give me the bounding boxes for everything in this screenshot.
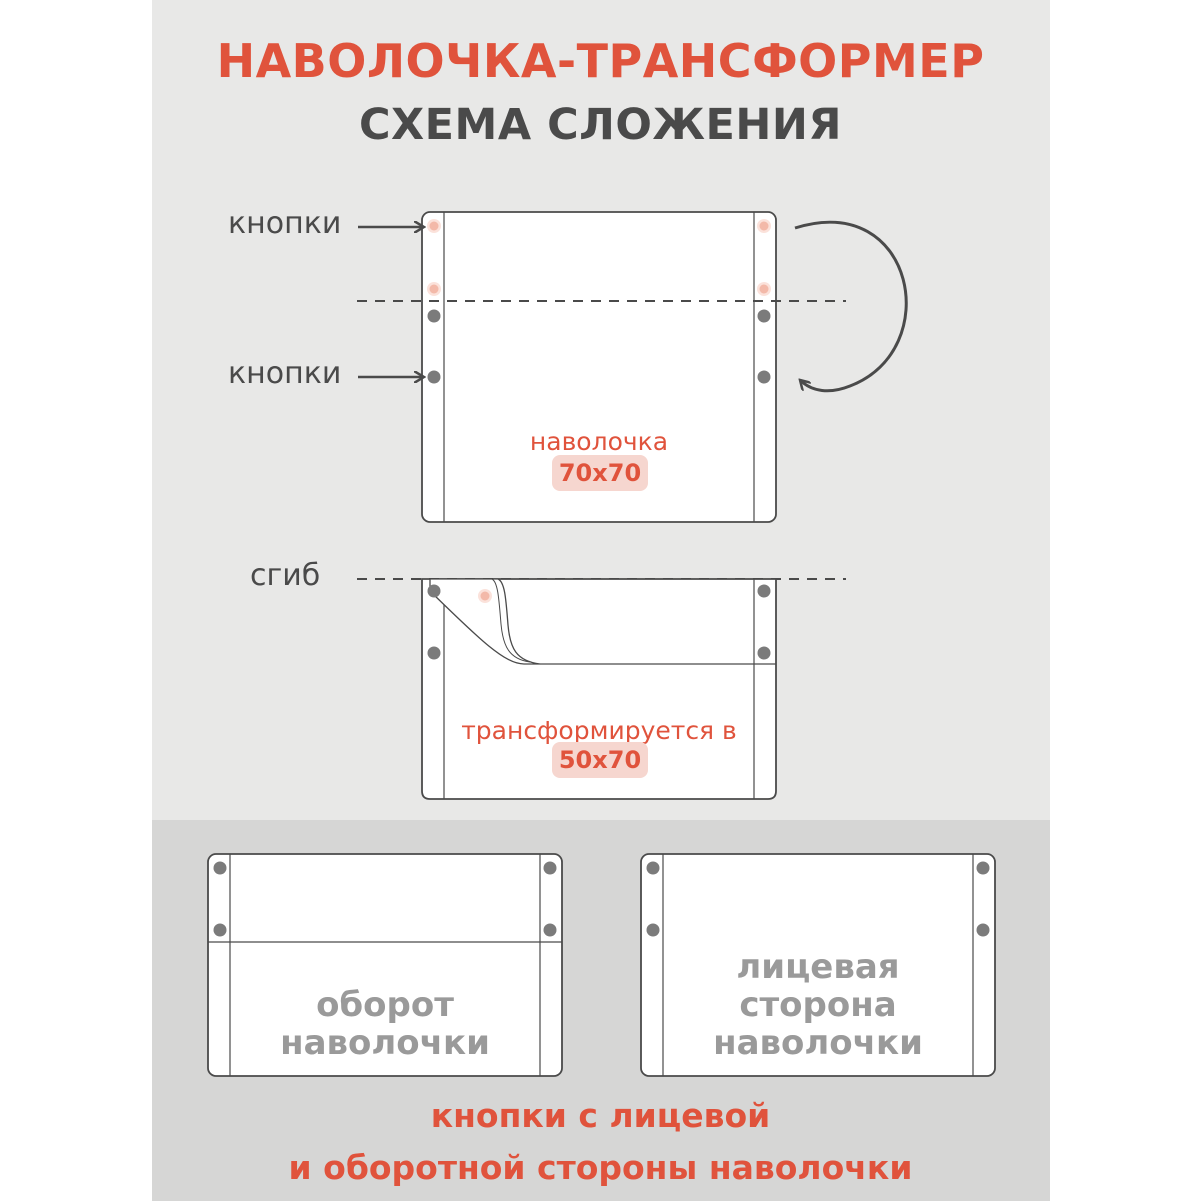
transforms-label: трансформируется в bbox=[461, 716, 737, 745]
front-side-caption: лицевая сторона наволочки bbox=[653, 948, 983, 1062]
snap-gray bbox=[543, 861, 557, 875]
snap-gray bbox=[213, 861, 227, 875]
back-side-caption: оборот наволочки bbox=[220, 986, 550, 1062]
curved-arrow-icon bbox=[794, 220, 908, 393]
snap-gray bbox=[646, 923, 660, 937]
snap-pink-2 bbox=[427, 282, 441, 296]
snap-pink-3 bbox=[757, 219, 771, 233]
snap-gray bbox=[213, 923, 227, 937]
front-side-view bbox=[640, 853, 996, 1077]
snap-gray bbox=[757, 309, 771, 323]
peeled-corner-flap bbox=[429, 578, 541, 665]
snap-gray bbox=[757, 646, 771, 660]
pillowcase-outline bbox=[207, 853, 563, 1077]
pillowcase-50x70 bbox=[357, 578, 846, 800]
peeled-corner-inner-line bbox=[436, 578, 531, 663]
footer-line: и оборотной стороны наволочки bbox=[288, 1148, 913, 1187]
snap-gray bbox=[646, 861, 660, 875]
front-side-caption-line: наволочки bbox=[713, 1023, 923, 1063]
label-fold: сгиб bbox=[250, 558, 321, 593]
front-side-caption-line: сторона bbox=[739, 985, 897, 1025]
snap-pink-1 bbox=[427, 219, 441, 233]
snap-gray bbox=[427, 309, 441, 323]
snap-gray bbox=[427, 646, 441, 660]
front-side-caption-line: лицевая bbox=[736, 947, 900, 987]
snap-gray bbox=[757, 584, 771, 598]
page-title: НАВОЛОЧКА-ТРАНСФОРМЕР bbox=[216, 34, 985, 88]
pillowcase-label: наволочка bbox=[529, 427, 669, 456]
snap-gray bbox=[427, 584, 441, 598]
page-subtitle: СХЕМА СЛОЖЕНИЯ bbox=[358, 100, 843, 150]
pillowcase-outline bbox=[421, 578, 777, 800]
pillowcase-outline bbox=[421, 211, 777, 523]
size-badge-70x70: 70x70 bbox=[552, 455, 648, 491]
snap-pink-flap bbox=[478, 589, 492, 603]
back-side-caption-line: наволочки bbox=[280, 1023, 490, 1063]
back-side-caption-line: оборот bbox=[316, 985, 454, 1025]
footer-line: кнопки с лицевой bbox=[430, 1096, 771, 1135]
size-badge-50x70: 50x70 bbox=[552, 742, 648, 778]
label-snaps-bottom: кнопки bbox=[228, 356, 342, 391]
snap-gray bbox=[427, 370, 441, 384]
footer-note: кнопки с лицевой и оборотной стороны нав… bbox=[0, 1090, 1201, 1194]
label-snaps-top: кнопки bbox=[228, 206, 342, 241]
pillowcase-outline bbox=[640, 853, 996, 1077]
snap-gray bbox=[543, 923, 557, 937]
back-side-view bbox=[207, 853, 563, 1077]
snap-gray bbox=[757, 370, 771, 384]
snap-pink-4 bbox=[757, 282, 771, 296]
snap-gray bbox=[976, 861, 990, 875]
snap-gray bbox=[976, 923, 990, 937]
pillowcase-70x70 bbox=[357, 211, 908, 523]
